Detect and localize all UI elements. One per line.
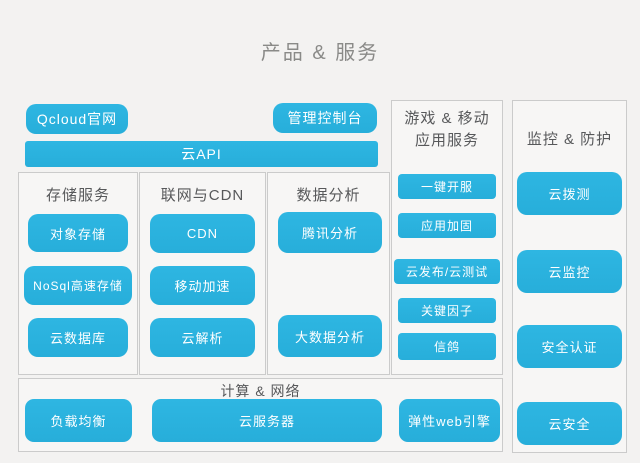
app-hardening-button[interactable]: 应用加固 xyxy=(398,213,496,238)
game-mobile-panel-header: 游戏 & 移动 应用服务 xyxy=(391,108,503,152)
xinge-push-button[interactable]: 信鸽 xyxy=(398,333,496,360)
storage-panel-header: 存储服务 xyxy=(45,187,110,204)
monitor-protection-panel-header: 监控 & 防护 xyxy=(526,131,613,148)
cloud-release-test-button[interactable]: 云发布/云测试 xyxy=(394,259,500,284)
one-click-server-button[interactable]: 一键开服 xyxy=(398,174,496,199)
tencent-analytics-button[interactable]: 腾讯分析 xyxy=(278,212,382,253)
elastic-web-engine-button[interactable]: 弹性web引擎 xyxy=(399,399,500,442)
big-data-analytics-button[interactable]: 大数据分析 xyxy=(278,315,382,357)
security-certification-button[interactable]: 安全认证 xyxy=(517,325,622,368)
nosql-storage-button[interactable]: NoSql高速存储 xyxy=(24,266,132,305)
management-console-button[interactable]: 管理控制台 xyxy=(273,103,377,133)
network-cdn-panel-header: 联网与CDN xyxy=(160,187,245,204)
cloud-monitor-button[interactable]: 云监控 xyxy=(517,250,622,293)
qcloud-website-button[interactable]: Qcloud官网 xyxy=(26,104,128,134)
game-mobile-header-line1: 游戏 & 移动 xyxy=(404,110,490,127)
key-factor-button[interactable]: 关键因子 xyxy=(398,298,496,323)
cdn-button[interactable]: CDN xyxy=(150,214,255,253)
compute-network-panel-header: 计算 & 网络 xyxy=(220,383,301,399)
load-balancer-button[interactable]: 负载均衡 xyxy=(25,399,132,442)
cloud-dns-button[interactable]: 云解析 xyxy=(150,318,255,357)
page-title: 产品 & 服务 xyxy=(260,42,380,64)
cloud-probe-button[interactable]: 云拨测 xyxy=(517,172,622,215)
cloud-api-bar[interactable]: 云API xyxy=(25,141,378,167)
game-mobile-header-line2: 应用服务 xyxy=(414,132,479,149)
mobile-acceleration-button[interactable]: 移动加速 xyxy=(150,266,255,305)
data-analysis-panel-header: 数据分析 xyxy=(296,187,361,204)
cloud-security-button[interactable]: 云安全 xyxy=(517,402,622,445)
cloud-database-button[interactable]: 云数据库 xyxy=(28,318,128,357)
object-storage-button[interactable]: 对象存储 xyxy=(28,214,128,252)
cloud-server-button[interactable]: 云服务器 xyxy=(152,399,382,442)
